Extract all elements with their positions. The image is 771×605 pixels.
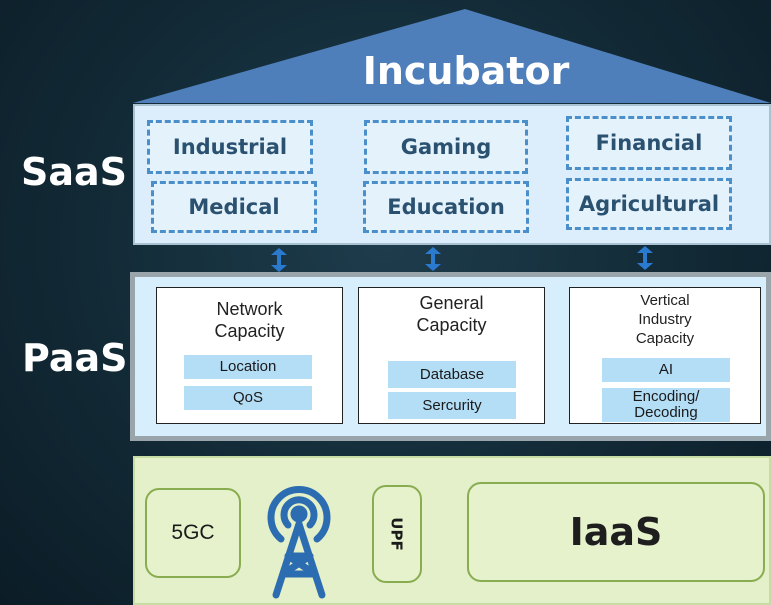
saas-tile-medical: Medical <box>151 181 317 233</box>
incubator-roof <box>133 9 771 103</box>
feature-location: Location <box>184 355 312 379</box>
saas-tile-agricultural: Agricultural <box>566 178 732 230</box>
saas-tile-industrial: Industrial <box>147 120 313 174</box>
paas-label: PaaS <box>22 336 128 380</box>
vertical-industry-capacity-box: Vertical Industry Capacity AI Encoding/ … <box>569 287 761 424</box>
feature-ai: AI <box>602 358 730 382</box>
iaas-box: IaaS <box>467 482 765 582</box>
saas-label: SaaS <box>21 150 128 194</box>
saas-tile-education: Education <box>363 181 529 233</box>
double-arrow-icon <box>425 247 441 271</box>
general-capacity-box: General Capacity Database Sercurity <box>358 287 545 424</box>
network-capacity-title: Network Capacity <box>214 299 285 341</box>
vertical-industry-capacity-title: Vertical Industry Capacity <box>635 292 695 347</box>
5gc-box: 5GC <box>145 488 241 578</box>
feature-qos: QoS <box>184 386 312 410</box>
feature-encoding-decoding: Encoding/ Decoding <box>602 388 730 422</box>
upf-box: UPF <box>372 485 422 583</box>
double-arrow-icon <box>271 248 287 272</box>
saas-tile-financial: Financial <box>566 116 732 170</box>
feature-database: Database <box>388 361 516 388</box>
double-arrow-icon <box>637 246 653 270</box>
incubator-title: Incubator <box>362 49 570 93</box>
radio-tower-icon <box>267 486 331 599</box>
general-capacity-title: General Capacity <box>416 293 487 335</box>
upf-label: UPF <box>387 517 406 551</box>
network-capacity-box: Network Capacity Location QoS <box>156 287 343 424</box>
feature-security: Sercurity <box>388 392 516 419</box>
saas-tile-gaming: Gaming <box>364 120 528 174</box>
